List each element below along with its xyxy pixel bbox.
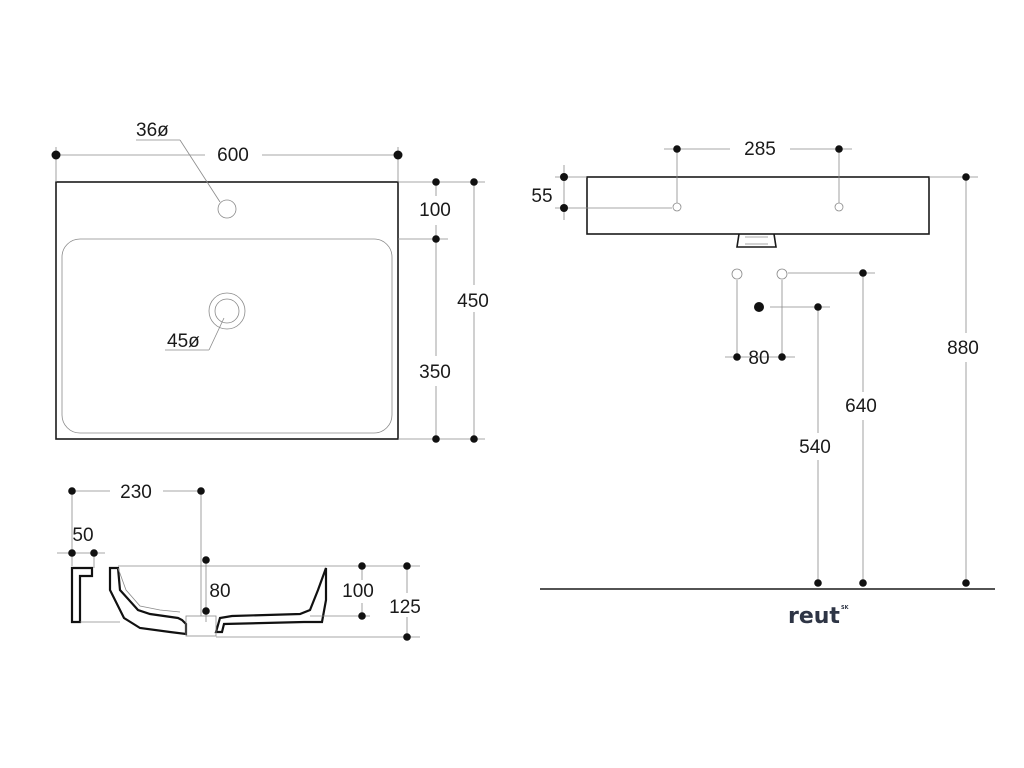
dim-80-front: 80 — [725, 280, 795, 369]
section-view: 230 50 80 — [57, 482, 421, 641]
dim-285: 285 — [664, 139, 852, 203]
dim-50: 50 — [57, 525, 105, 568]
label-36: 36ø — [136, 120, 169, 141]
dim-55: 55 — [531, 165, 672, 220]
label-600: 600 — [217, 145, 249, 166]
front-tap-hole-right — [834, 202, 844, 212]
logo-text: reut — [788, 604, 840, 629]
label-880: 880 — [947, 338, 979, 359]
label-45: 45ø — [167, 331, 200, 352]
label-100: 100 — [419, 200, 451, 221]
dim-depth-450: 450 — [448, 178, 489, 443]
label-540: 540 — [799, 437, 831, 458]
section-drain — [185, 615, 217, 637]
section-back-wall — [70, 566, 94, 624]
label-125: 125 — [389, 597, 421, 618]
front-basin-body — [586, 176, 930, 235]
drain-inner — [214, 298, 240, 324]
dim-540: 540 — [770, 303, 831, 587]
label-640: 640 — [845, 396, 877, 417]
supply-right — [776, 268, 788, 280]
dim-230: 230 — [68, 482, 205, 616]
label-230: 230 — [120, 482, 152, 503]
dim-drain-80: 80 — [202, 556, 231, 622]
front-view: 285 55 80 — [531, 139, 995, 590]
dim-height-100-125: 100 125 — [216, 562, 421, 641]
leader-tap-hole: 36ø — [136, 120, 221, 203]
front-drain — [736, 233, 777, 248]
section-body-outer — [108, 566, 188, 636]
label-350: 350 — [419, 362, 451, 383]
drain-outer — [208, 292, 246, 330]
section-body-inner — [117, 567, 181, 613]
tap-hole — [217, 199, 237, 219]
dim-640: 640 — [788, 269, 877, 587]
label-100-section: 100 — [342, 581, 374, 602]
label-55: 55 — [531, 186, 552, 207]
label-80-front: 80 — [748, 348, 769, 369]
top-view: 600 36ø 45ø 100 350 — [51, 120, 489, 443]
logo-superscript: SK — [841, 605, 850, 611]
front-tap-hole-left — [672, 202, 682, 212]
dim-rim-bowl: 100 350 — [398, 178, 451, 443]
leader-drain: 45ø — [165, 317, 225, 352]
label-50: 50 — [72, 525, 93, 546]
label-80-section: 80 — [209, 581, 230, 602]
label-285: 285 — [744, 139, 776, 160]
supply-left — [731, 268, 743, 280]
brand-logo: reut SK — [788, 604, 850, 629]
basin-outline — [55, 181, 399, 440]
dim-880: 880 — [929, 173, 979, 587]
section-front-wall — [214, 567, 328, 634]
waste-connection — [754, 302, 764, 312]
dim-width-600: 600 — [51, 145, 403, 182]
bowl-outline — [61, 238, 393, 434]
label-450: 450 — [457, 291, 489, 312]
